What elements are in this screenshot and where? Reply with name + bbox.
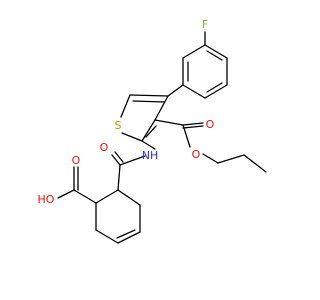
acid-hydroxyl-label: HO — [38, 193, 55, 206]
amide-linkage — [111, 140, 156, 191]
amide-oxygen-label: O — [100, 141, 109, 154]
propyl-ester-group — [154, 119, 267, 173]
amide-nitrogen-label: NH — [142, 149, 159, 162]
fluorine-label: F — [202, 18, 208, 31]
ester-ether-oxygen-label: O — [192, 148, 201, 161]
structure-diagram: F S O O O NH O HO — [38, 18, 267, 244]
acid-carbonyl-oxygen-label: O — [72, 154, 81, 167]
fluorophenyl-ring — [167, 31, 228, 99]
ester-carbonyl-oxygen-label: O — [206, 118, 215, 131]
thiophene-ring — [120, 94, 169, 142]
cyclohexene-ring — [95, 189, 141, 244]
sulfur-label: S — [115, 119, 122, 132]
carboxylic-acid-group — [57, 166, 97, 204]
molecule-canvas: F S O O O NH O HO — [38, 18, 267, 244]
